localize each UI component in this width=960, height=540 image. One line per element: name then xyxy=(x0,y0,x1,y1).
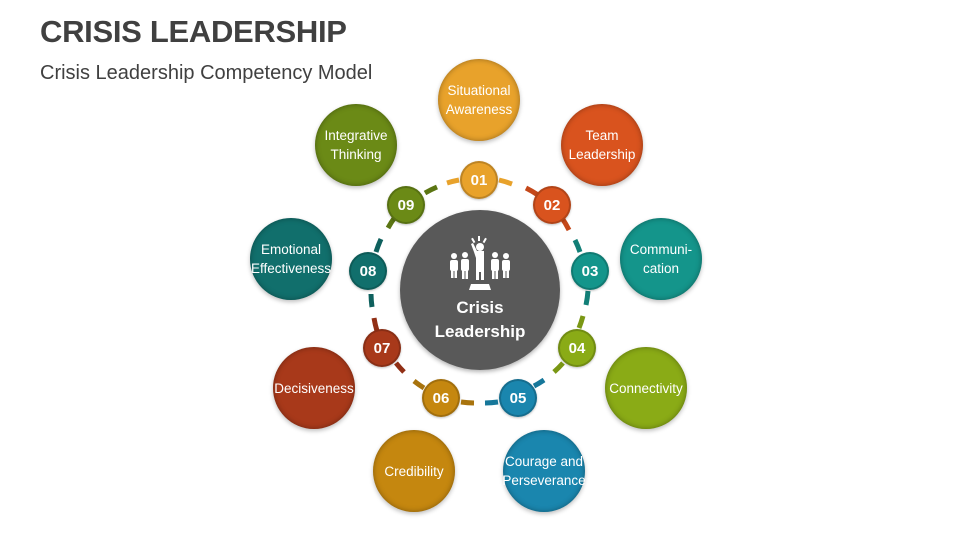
number-badge-07: 07 xyxy=(363,329,401,367)
number-badge-04: 04 xyxy=(558,329,596,367)
competency-label-line2: Effectiveness xyxy=(250,261,332,276)
competency-label-line1: Team xyxy=(585,128,619,143)
center-label-line1: Crisis xyxy=(456,298,504,317)
competency-label-line2: Perseverance xyxy=(502,473,586,488)
number-badge-09: 09 xyxy=(387,186,425,224)
leader-with-team-icon xyxy=(450,236,510,290)
center-hub: Crisis Leadership xyxy=(400,210,560,370)
competency-label-line1: Decisiveness xyxy=(274,380,354,396)
competency-label-line1: Situational xyxy=(447,83,511,98)
number-badge-03: 03 xyxy=(571,252,609,290)
number-badge-01: 01 xyxy=(460,161,498,199)
competency-connectivity: Connectivity xyxy=(605,347,687,429)
number-badge-02: 02 xyxy=(533,186,571,224)
competency-label-line2: Leadership xyxy=(568,147,636,162)
competency-label-line1: Credibility xyxy=(384,463,444,479)
page-subtitle: Crisis Leadership Competency Model xyxy=(40,62,373,84)
competency-label-line1: Integrative xyxy=(324,128,388,143)
competency-credibility: Credibility xyxy=(373,430,455,512)
center-label-line2: Leadership xyxy=(434,322,526,341)
competency-label-line1: Communi- xyxy=(629,242,693,257)
competency-communication: Communi-cation xyxy=(620,218,702,300)
competency-label-line1: Emotional xyxy=(260,242,322,257)
competency-label-line2: cation xyxy=(642,261,679,276)
competency-label-line1: Courage and xyxy=(504,454,584,469)
competency-label-line1: Connectivity xyxy=(609,380,683,396)
page-title: CRISIS LEADERSHIP xyxy=(40,14,347,49)
competency-decisiveness: Decisiveness xyxy=(273,347,355,429)
number-badge-06: 06 xyxy=(422,379,460,417)
competency-label-line2: Thinking xyxy=(330,147,382,162)
center-label: Crisis Leadership xyxy=(435,296,526,344)
number-badge-05: 05 xyxy=(499,379,537,417)
competency-label-line2: Awareness xyxy=(445,102,513,117)
number-badge-08: 08 xyxy=(349,252,387,290)
